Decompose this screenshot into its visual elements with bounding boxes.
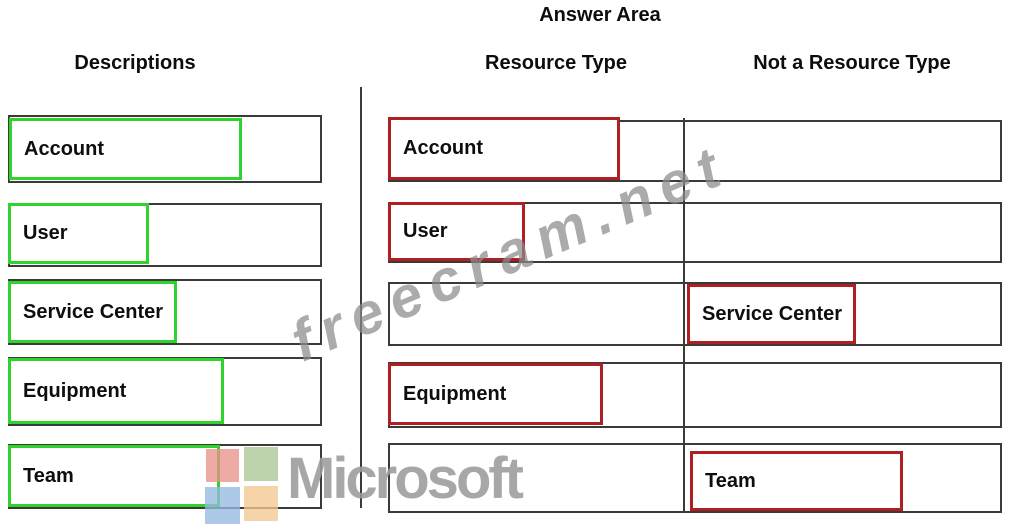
column-divider bbox=[683, 118, 685, 513]
microsoft-logo-text: Microsoft bbox=[287, 446, 524, 511]
resource-type-header: Resource Type bbox=[485, 52, 627, 74]
token-label: Equipment bbox=[23, 379, 127, 402]
token-label: Team bbox=[705, 469, 756, 492]
token-label: Service Center bbox=[702, 302, 843, 325]
token-label: User bbox=[403, 220, 448, 242]
description-token-user[interactable]: User bbox=[8, 203, 149, 264]
answer-area-title: Answer Area bbox=[539, 4, 661, 26]
token-label: Service Center bbox=[23, 300, 164, 323]
answer-token-service-center[interactable]: Service Center bbox=[687, 284, 856, 344]
descriptions-header: Descriptions bbox=[74, 52, 196, 74]
token-label: User bbox=[23, 222, 68, 244]
section-divider bbox=[360, 87, 362, 508]
logo-square-yellow-icon bbox=[244, 486, 278, 521]
token-label: Team bbox=[23, 464, 74, 487]
description-token-team[interactable]: Team bbox=[8, 445, 220, 507]
token-label: Equipment bbox=[403, 382, 507, 405]
description-token-account[interactable]: Account bbox=[9, 118, 242, 180]
logo-square-blue-icon bbox=[205, 487, 240, 524]
description-token-service-center[interactable]: Service Center bbox=[8, 281, 177, 343]
logo-square-red-icon bbox=[206, 449, 239, 482]
not-a-resource-type-header: Not a Resource Type bbox=[753, 52, 951, 74]
token-label: Account bbox=[24, 137, 104, 160]
logo-square-green-icon bbox=[244, 447, 278, 481]
answer-token-user[interactable]: User bbox=[388, 202, 525, 261]
answer-token-team[interactable]: Team bbox=[690, 451, 903, 511]
token-label: Account bbox=[403, 137, 483, 159]
description-token-equipment[interactable]: Equipment bbox=[8, 358, 224, 424]
answer-token-account[interactable]: Account bbox=[388, 117, 620, 180]
answer-token-equipment[interactable]: Equipment bbox=[388, 363, 603, 425]
